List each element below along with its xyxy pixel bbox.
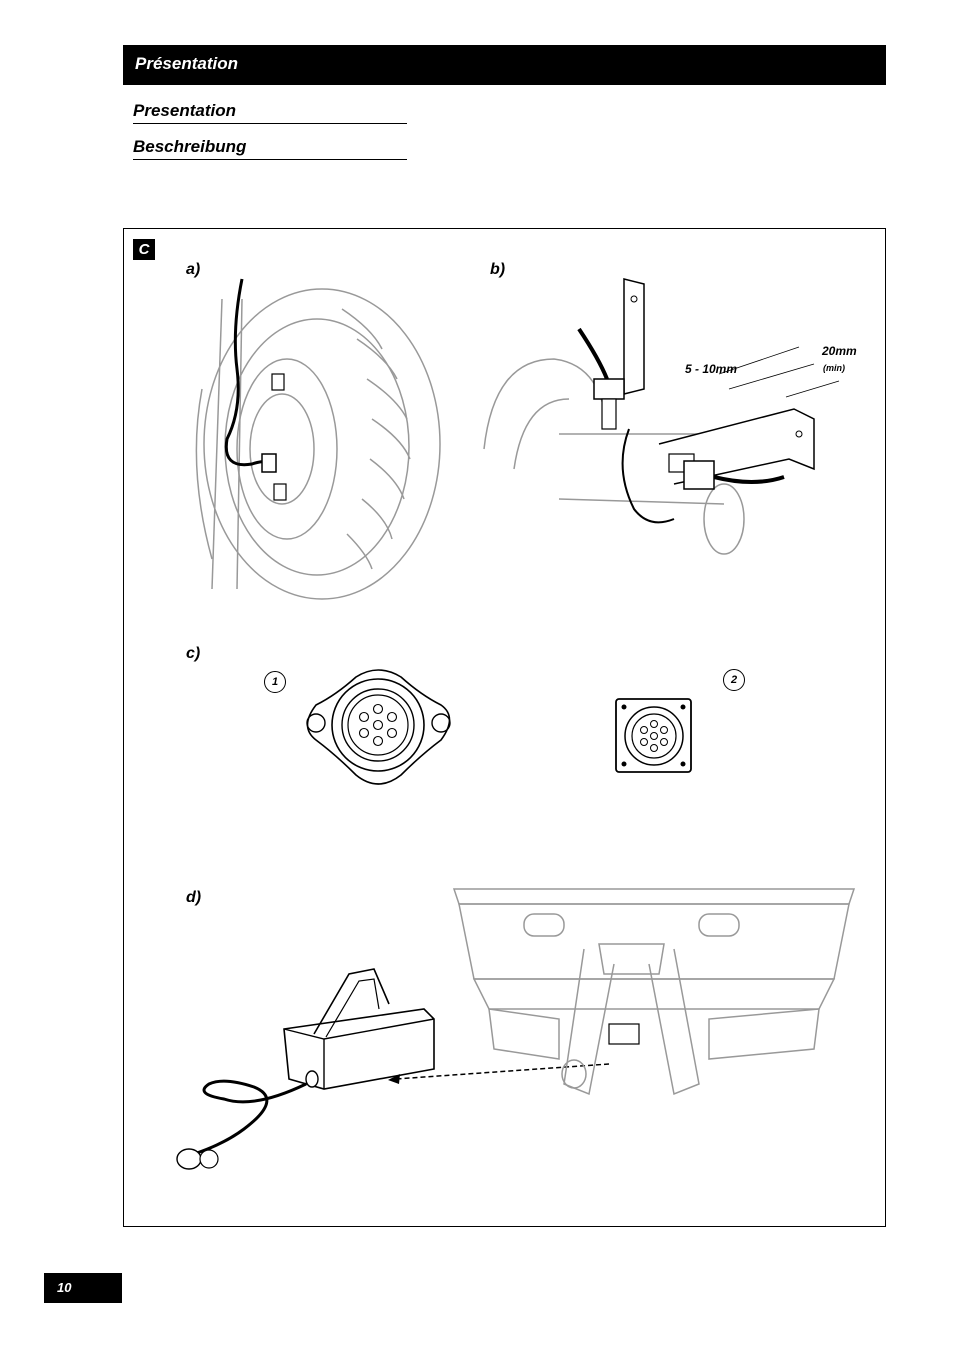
subtitle-german: Beschreibung [133, 137, 407, 160]
figure-c: C a) b) 5 - 10mm 20mm (min) [123, 228, 886, 1227]
subtitle-english: Presentation [133, 101, 407, 124]
dimension-clearance-note: (min) [823, 363, 845, 373]
tractor-wheel-sensor-illustration [195, 278, 441, 600]
section-header-bar: Présentation [123, 45, 886, 85]
page-number-box: 10 [44, 1273, 122, 1303]
panel-d-label: d) [186, 889, 202, 906]
dimension-clearance-label: 20mm [822, 344, 857, 358]
arrow-connector [388, 1063, 610, 1084]
callout-2: 2 [723, 669, 745, 691]
panel-c-label: c) [186, 645, 201, 662]
section-title: Présentation [135, 54, 238, 73]
page-number: 10 [57, 1280, 72, 1295]
square-socket-illustration [615, 698, 692, 773]
figure-letter: C [133, 239, 155, 260]
sensor-box-illustration [176, 968, 435, 1170]
panel-a-label: a) [186, 261, 201, 278]
callout-1: 1 [264, 671, 286, 693]
spreader-hopper-illustration [452, 888, 856, 1096]
round-socket-illustration [306, 669, 451, 785]
panel-b-label: b) [490, 261, 506, 278]
sensor-bracket-illustration [483, 278, 840, 555]
